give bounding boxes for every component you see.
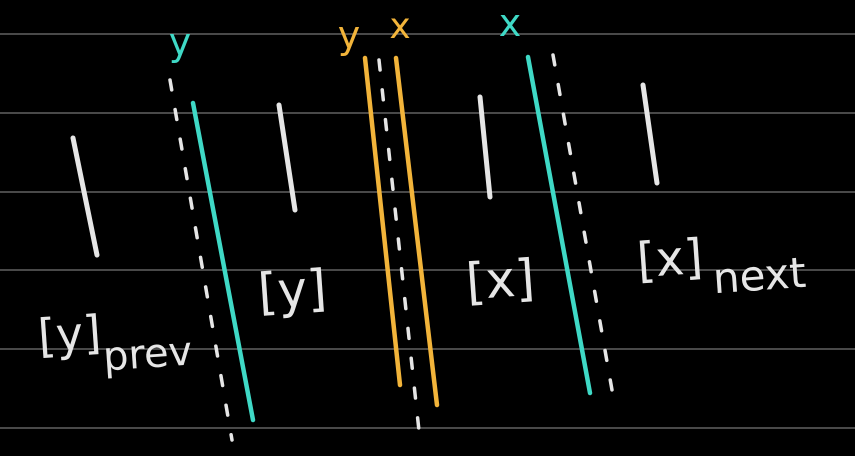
label-y-prev-sub: prev [101, 328, 193, 380]
teal-line-y [190, 100, 256, 423]
dashed-boundary-right [551, 53, 614, 392]
block-mark-x [477, 94, 493, 200]
dashed-boundary-center [377, 58, 422, 442]
teal-line-x [525, 54, 593, 396]
label-x: [x] [464, 249, 536, 312]
block-marks [70, 82, 660, 258]
label-y: [y] [256, 259, 328, 322]
teal-lines [190, 54, 593, 423]
label-x-next-base: [x] [635, 229, 705, 289]
ruled-lines [0, 33, 855, 429]
label-x-next-sub: next [711, 248, 807, 303]
orange-line-y [362, 55, 403, 388]
marker-teal-y: y [169, 20, 192, 64]
marker-orange-x: x [389, 6, 410, 47]
marker-teal-x: x [499, 1, 522, 45]
dashed-boundaries [168, 53, 614, 442]
block-mark-y-prev [70, 135, 100, 258]
label-x-next: [x] next [635, 229, 807, 303]
label-y-prev-base: [y] [36, 305, 103, 363]
dashed-boundary-left [168, 78, 234, 442]
orange-line-x [393, 55, 440, 408]
label-y-prev: [y] prev [36, 305, 194, 381]
block-mark-x-next [640, 82, 660, 186]
orange-lines [362, 55, 440, 408]
block-mark-y [276, 102, 298, 213]
marker-orange-y: y [338, 13, 361, 57]
